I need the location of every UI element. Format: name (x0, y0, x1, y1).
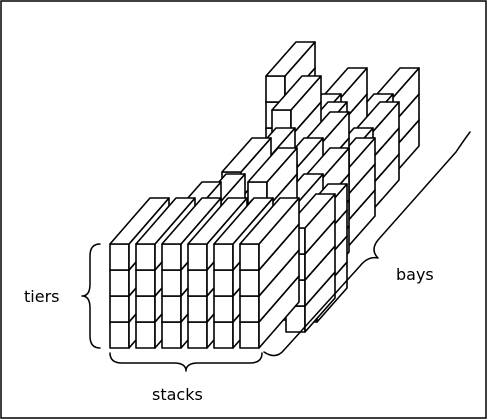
stacks-label: stacks (152, 385, 203, 404)
container-front (239, 295, 260, 323)
container-front (109, 269, 130, 297)
container-front (161, 269, 182, 297)
container-front (135, 321, 156, 349)
container-top (265, 41, 316, 77)
container-front (187, 269, 208, 297)
container-top (187, 197, 248, 245)
container-top (271, 75, 322, 111)
container-front (135, 269, 156, 297)
container-front (213, 295, 234, 323)
container-front (135, 243, 156, 271)
container-front (109, 321, 130, 349)
container-front (187, 243, 208, 271)
container-top (161, 197, 222, 245)
bays-label: bays (396, 265, 434, 284)
bays-brace (263, 131, 471, 357)
container-top (213, 197, 274, 245)
container-front (161, 321, 182, 349)
container-blocks (109, 41, 420, 349)
container-top (239, 197, 300, 245)
container-front (109, 295, 130, 323)
tiers-label: tiers (24, 287, 59, 306)
container-front (239, 243, 260, 271)
container-front (239, 321, 260, 349)
container-front (213, 321, 234, 349)
container-front (161, 243, 182, 271)
container-front (213, 269, 234, 297)
container-front (135, 295, 156, 323)
container-front (187, 295, 208, 323)
container-front (161, 295, 182, 323)
stacks-brace (109, 352, 263, 372)
container-front (213, 243, 234, 271)
container-top (247, 147, 298, 183)
container-front (187, 321, 208, 349)
tiers-brace (81, 243, 101, 349)
container-top (109, 197, 170, 245)
container-front (109, 243, 130, 271)
container-top (221, 137, 272, 173)
container-front (239, 269, 260, 297)
container-top (135, 197, 196, 245)
